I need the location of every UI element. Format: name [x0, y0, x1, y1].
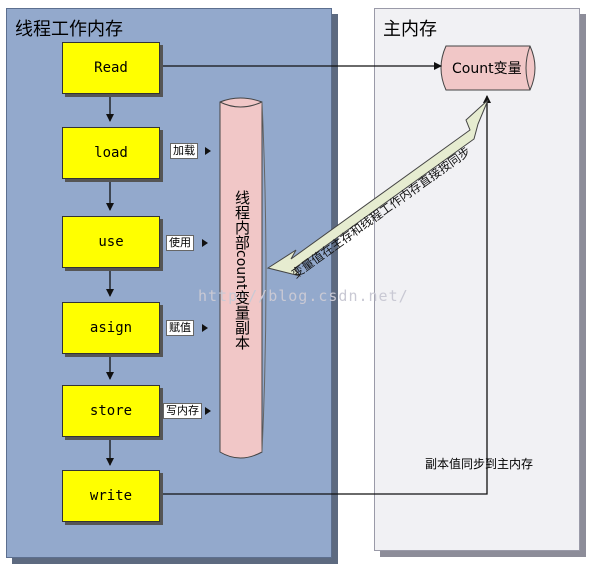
- thread-working-memory-panel: 线程工作内存: [6, 8, 332, 558]
- write-sync-arrow: [159, 95, 491, 495]
- asign-tag-arrow: [202, 324, 208, 332]
- thread-copy-cylinder: [219, 97, 267, 459]
- thread-copy-label-part3: 变量副本: [233, 289, 251, 350]
- op-store-box: store: [62, 385, 160, 437]
- op-load-box: load: [62, 127, 160, 179]
- store-tag: 写内存: [163, 403, 202, 419]
- sync-to-main-label: 副本值同步到主内存: [425, 457, 534, 471]
- op-write-box: write: [62, 470, 160, 522]
- main-memory-panel: 主内存: [374, 8, 580, 551]
- count-variable-label: Count变量: [452, 61, 522, 77]
- use-tag-arrow: [202, 239, 208, 247]
- thread-copy-label-part1: 线程内部: [233, 190, 251, 250]
- bidirectional-sync-arrow: [266, 99, 489, 277]
- watermark: http://blog.csdn.net/: [198, 287, 409, 305]
- main-memory-title: 主内存: [383, 19, 437, 40]
- load-tag: 加载: [170, 143, 198, 159]
- store-tag-arrow: [205, 407, 211, 415]
- use-tag: 使用: [166, 235, 194, 251]
- op-asign-box: asign: [62, 302, 160, 354]
- op-use-box: use: [62, 216, 160, 268]
- op-read-box: Read: [62, 42, 160, 94]
- load-tag-arrow: [205, 147, 211, 155]
- asign-tag: 赋值: [166, 320, 194, 336]
- count-variable-cylinder: [440, 45, 536, 91]
- thread-copy-label-part2: count: [233, 250, 249, 290]
- thread-copy-label: 线程内部 count 变量副本: [230, 190, 252, 350]
- thread-working-memory-title: 线程工作内存: [15, 19, 123, 40]
